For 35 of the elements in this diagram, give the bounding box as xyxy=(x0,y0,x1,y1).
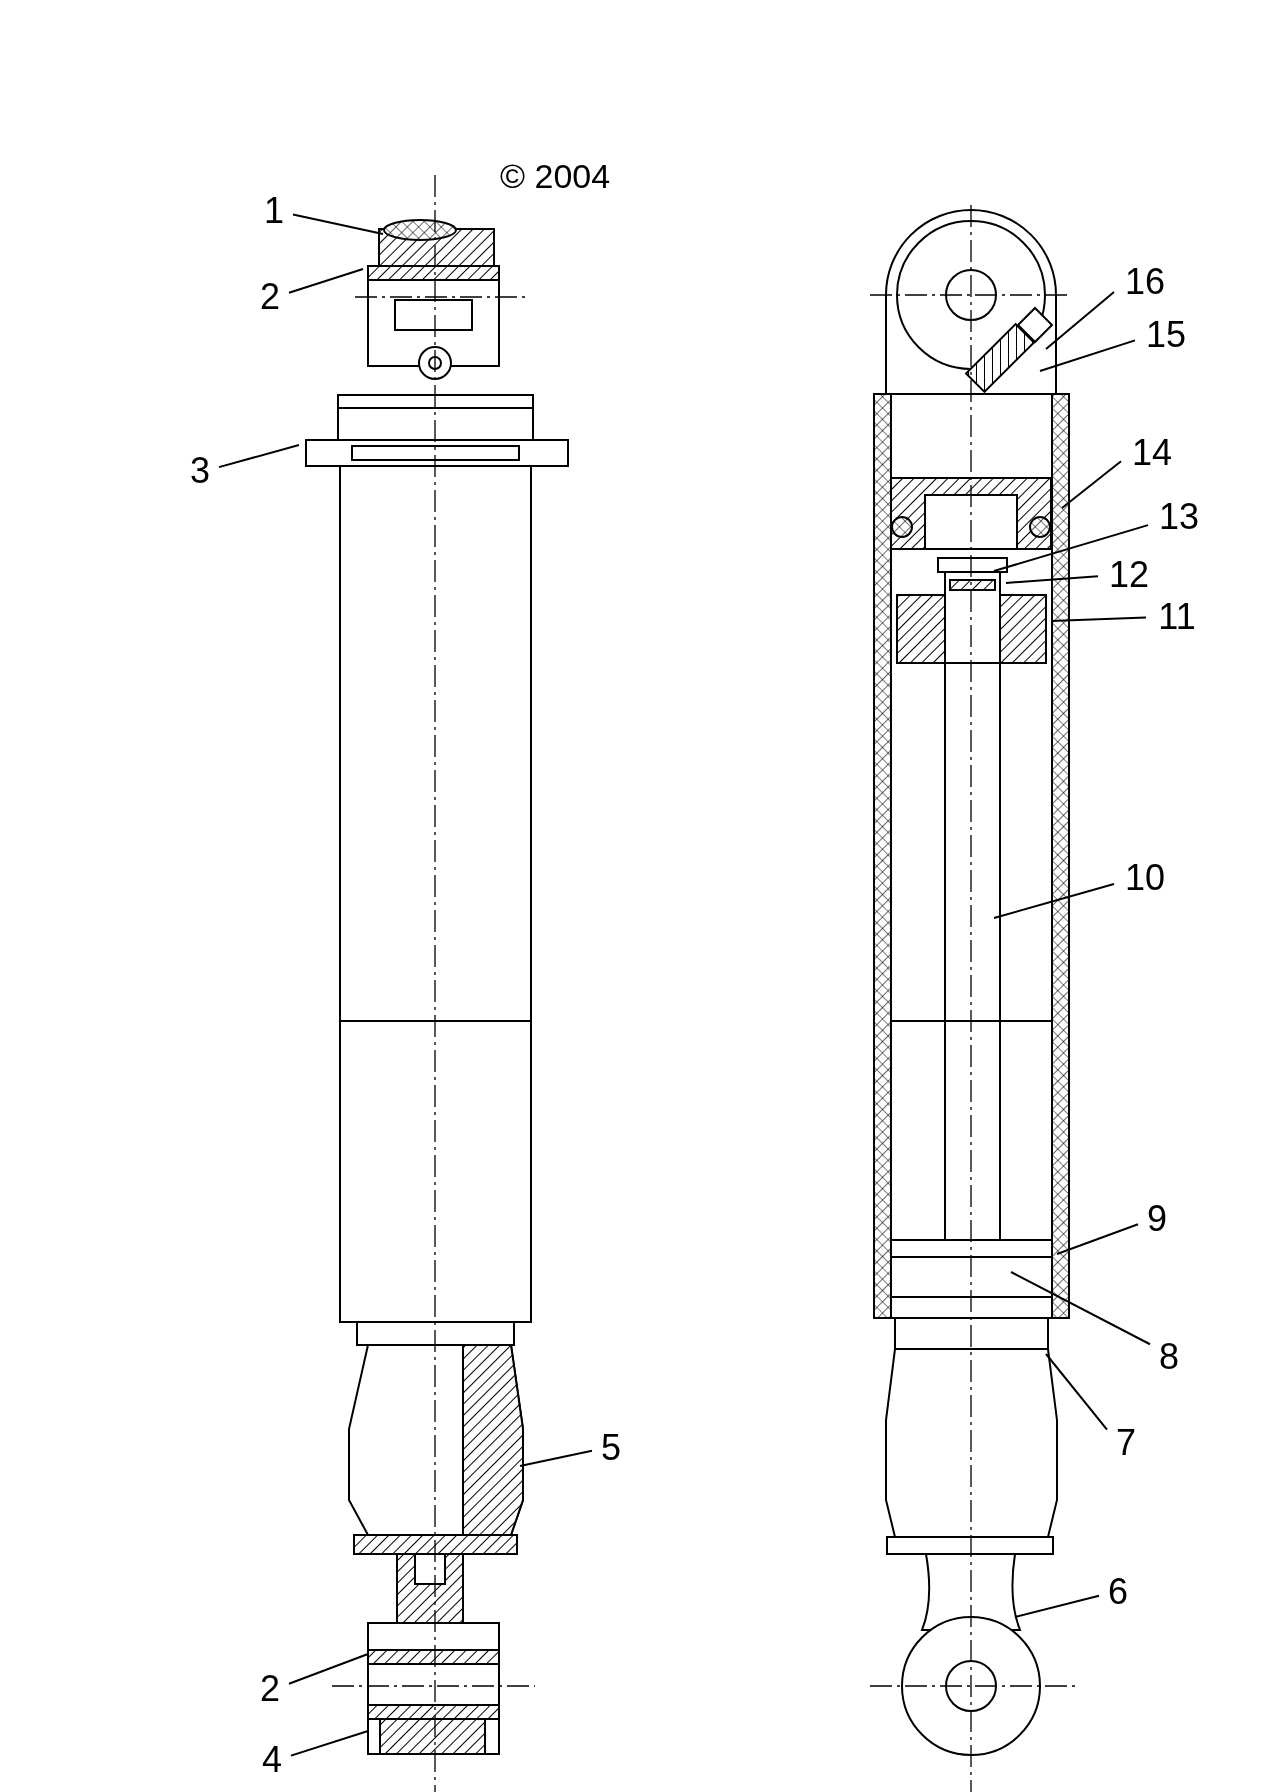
callout-number: 2 xyxy=(255,1669,285,1709)
callout-number: 1 xyxy=(259,191,289,231)
leader-line xyxy=(290,1730,369,1757)
leader-line xyxy=(292,213,384,235)
leader-line xyxy=(1014,1594,1100,1618)
callout-number: 10 xyxy=(1118,858,1172,898)
callout-number: 2 xyxy=(255,277,285,317)
leader-line xyxy=(519,1449,593,1467)
callout-number: 12 xyxy=(1102,555,1156,595)
callout-number: 9 xyxy=(1142,1199,1172,1239)
leader-line xyxy=(993,883,1115,919)
leader-line xyxy=(288,1653,369,1685)
leader-line xyxy=(993,524,1149,572)
callout-number: 11 xyxy=(1150,597,1204,637)
callout-number: 7 xyxy=(1111,1423,1141,1463)
leader-line xyxy=(1005,575,1099,584)
leader-line xyxy=(1010,1271,1151,1346)
leader-line xyxy=(1061,460,1122,509)
leader-line xyxy=(288,268,364,294)
callout-number: 5 xyxy=(596,1428,626,1468)
callout-number: 3 xyxy=(185,451,215,491)
leader-line xyxy=(1045,1353,1108,1431)
callout-number: 4 xyxy=(257,1740,287,1780)
leader-line xyxy=(218,444,300,469)
leader-line xyxy=(1039,339,1136,372)
callout-number: 15 xyxy=(1139,315,1193,355)
callout-number: 13 xyxy=(1152,497,1206,537)
callout-number: 16 xyxy=(1118,262,1172,302)
leader-line xyxy=(1056,1223,1139,1255)
leader-line xyxy=(1050,616,1147,622)
callout-number: 8 xyxy=(1154,1337,1184,1377)
leader-line xyxy=(1045,291,1115,350)
callout-number: 6 xyxy=(1103,1572,1133,1612)
callout-number: 14 xyxy=(1125,433,1179,473)
copyright-notice: © 2004 xyxy=(500,156,611,196)
